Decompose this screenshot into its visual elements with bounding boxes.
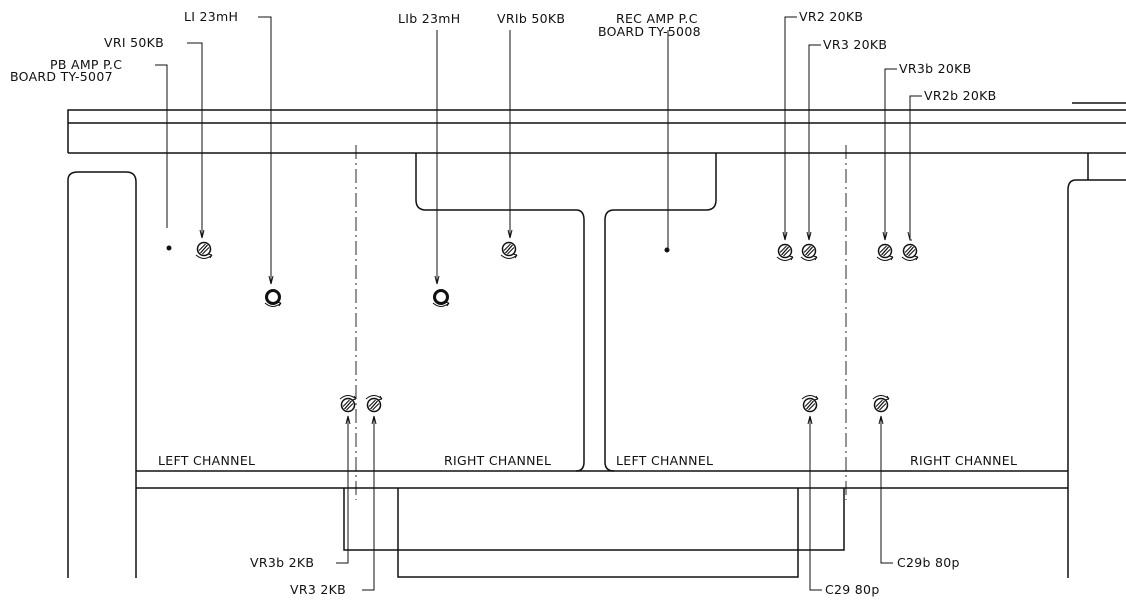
- c29-trimmer: [801, 395, 819, 413]
- vr3-2kb-label: VR3 2KB: [290, 582, 346, 597]
- vr2b-label: VR2b 20KB: [924, 88, 996, 103]
- pb-board-label-line2: BOARD TY-5007: [10, 69, 113, 84]
- pb-right-channel-label: RIGHT CHANNEL: [444, 453, 551, 468]
- rec-left-channel-label: LEFT CHANNEL: [616, 453, 713, 468]
- rec-right-channel-label: RIGHT CHANNEL: [910, 453, 1017, 468]
- vr2-label: VR2 20KB: [799, 9, 863, 24]
- vr1-trimpot: [195, 241, 213, 259]
- vr3-trimpot: [800, 243, 818, 261]
- vr2b-trimpot: [901, 243, 919, 261]
- vr3b-2kb-trimpot: [339, 395, 357, 413]
- c29b-trimmer: [872, 395, 890, 413]
- l1-coil: [264, 289, 282, 307]
- c29b-label: C29b 80p: [897, 555, 960, 570]
- vr3b-trimpot: [876, 243, 894, 261]
- vr1-label: VRI 50KB: [104, 35, 164, 50]
- vr3-label: VR3 20KB: [823, 37, 887, 52]
- vr2-trimpot: [776, 243, 794, 261]
- vr3-2kb-trimpot: [365, 395, 383, 413]
- vr1b-trimpot: [500, 241, 518, 259]
- pb-board-label-line1: PB AMP P.C: [50, 57, 122, 72]
- vr1b-label: VRIb 50KB: [497, 11, 565, 26]
- leader-lines-bottom: [336, 415, 893, 591]
- chassis-frame: [67, 102, 1126, 578]
- l1-label: LI 23mH: [184, 9, 238, 24]
- l1b-label: LIb 23mH: [398, 11, 460, 26]
- pb-left-channel-label: LEFT CHANNEL: [158, 453, 255, 468]
- rec-board-marker: [664, 247, 670, 253]
- rec-board-label-line2: BOARD TY-5008: [598, 24, 701, 39]
- c29-label: C29 80p: [825, 582, 880, 597]
- l1b-coil: [432, 289, 450, 307]
- vr3b-label: VR3b 20KB: [899, 61, 971, 76]
- pb-board-marker: [166, 245, 172, 251]
- leader-lines: [155, 16, 922, 285]
- rec-board-label-line1: REC AMP P.C: [616, 11, 698, 26]
- vr3b-2kb-label: VR3b 2KB: [250, 555, 314, 570]
